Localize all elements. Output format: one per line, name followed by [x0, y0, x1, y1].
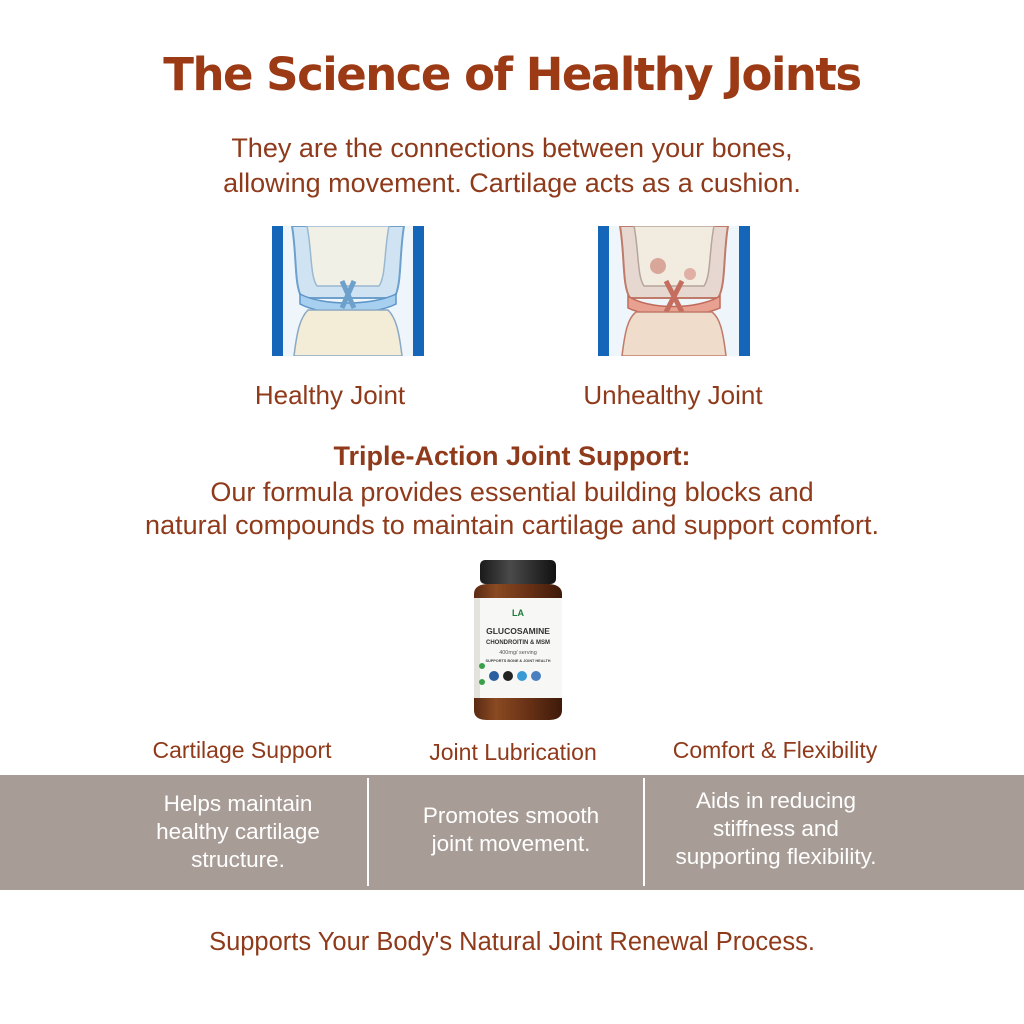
support-line-1: Our formula provides essential building …: [210, 477, 814, 507]
intro-line-1: They are the connections between your bo…: [231, 133, 793, 163]
benefit-desc-comfort: Aids in reducing stiffness and supportin…: [675, 788, 877, 869]
product-dose: 400mg/ serving: [499, 650, 537, 656]
healthy-joint-image: [272, 226, 424, 356]
product-brand: LA: [512, 608, 524, 618]
benefit-desc-cartilage: Helps maintain healthy cartilage structu…: [156, 791, 320, 872]
intro-line-2: allowing movement. Cartilage acts as a c…: [223, 168, 801, 198]
benefit-title-comfort: Comfort & Flexibility: [672, 737, 878, 763]
page-title: The Science of Healthy Joints: [163, 48, 862, 101]
benefit-desc-lubrication: Promotes smooth joint movement.: [422, 803, 600, 856]
benefit-divider-2: [643, 778, 645, 886]
benefit-divider-1: [367, 778, 369, 886]
product-name-line-1: GLUCOSAMINE: [486, 626, 550, 636]
unhealthy-joint-image: [598, 226, 750, 356]
healthy-joint-label: Healthy Joint: [254, 380, 406, 410]
benefit-title-lubrication: Joint Lubrication: [429, 739, 597, 765]
benefits-band: [0, 775, 1024, 890]
product-tagline: SUPPORTS BONE & JOINT HEALTH: [485, 659, 550, 663]
benefit-title-cartilage: Cartilage Support: [152, 737, 332, 763]
support-heading: Triple-Action Joint Support:: [333, 441, 691, 471]
footer-tagline: Supports Your Body's Natural Joint Renew…: [209, 928, 815, 956]
product-name-line-2: CHONDROITIN & MSM: [486, 640, 550, 646]
support-line-2: natural compounds to maintain cartilage …: [145, 510, 879, 540]
product-bottle-image: LA GLUCOSAMINE CHONDROITIN & MSM 400mg/ …: [468, 558, 568, 723]
unhealthy-joint-label: Unhealthy Joint: [583, 380, 763, 410]
